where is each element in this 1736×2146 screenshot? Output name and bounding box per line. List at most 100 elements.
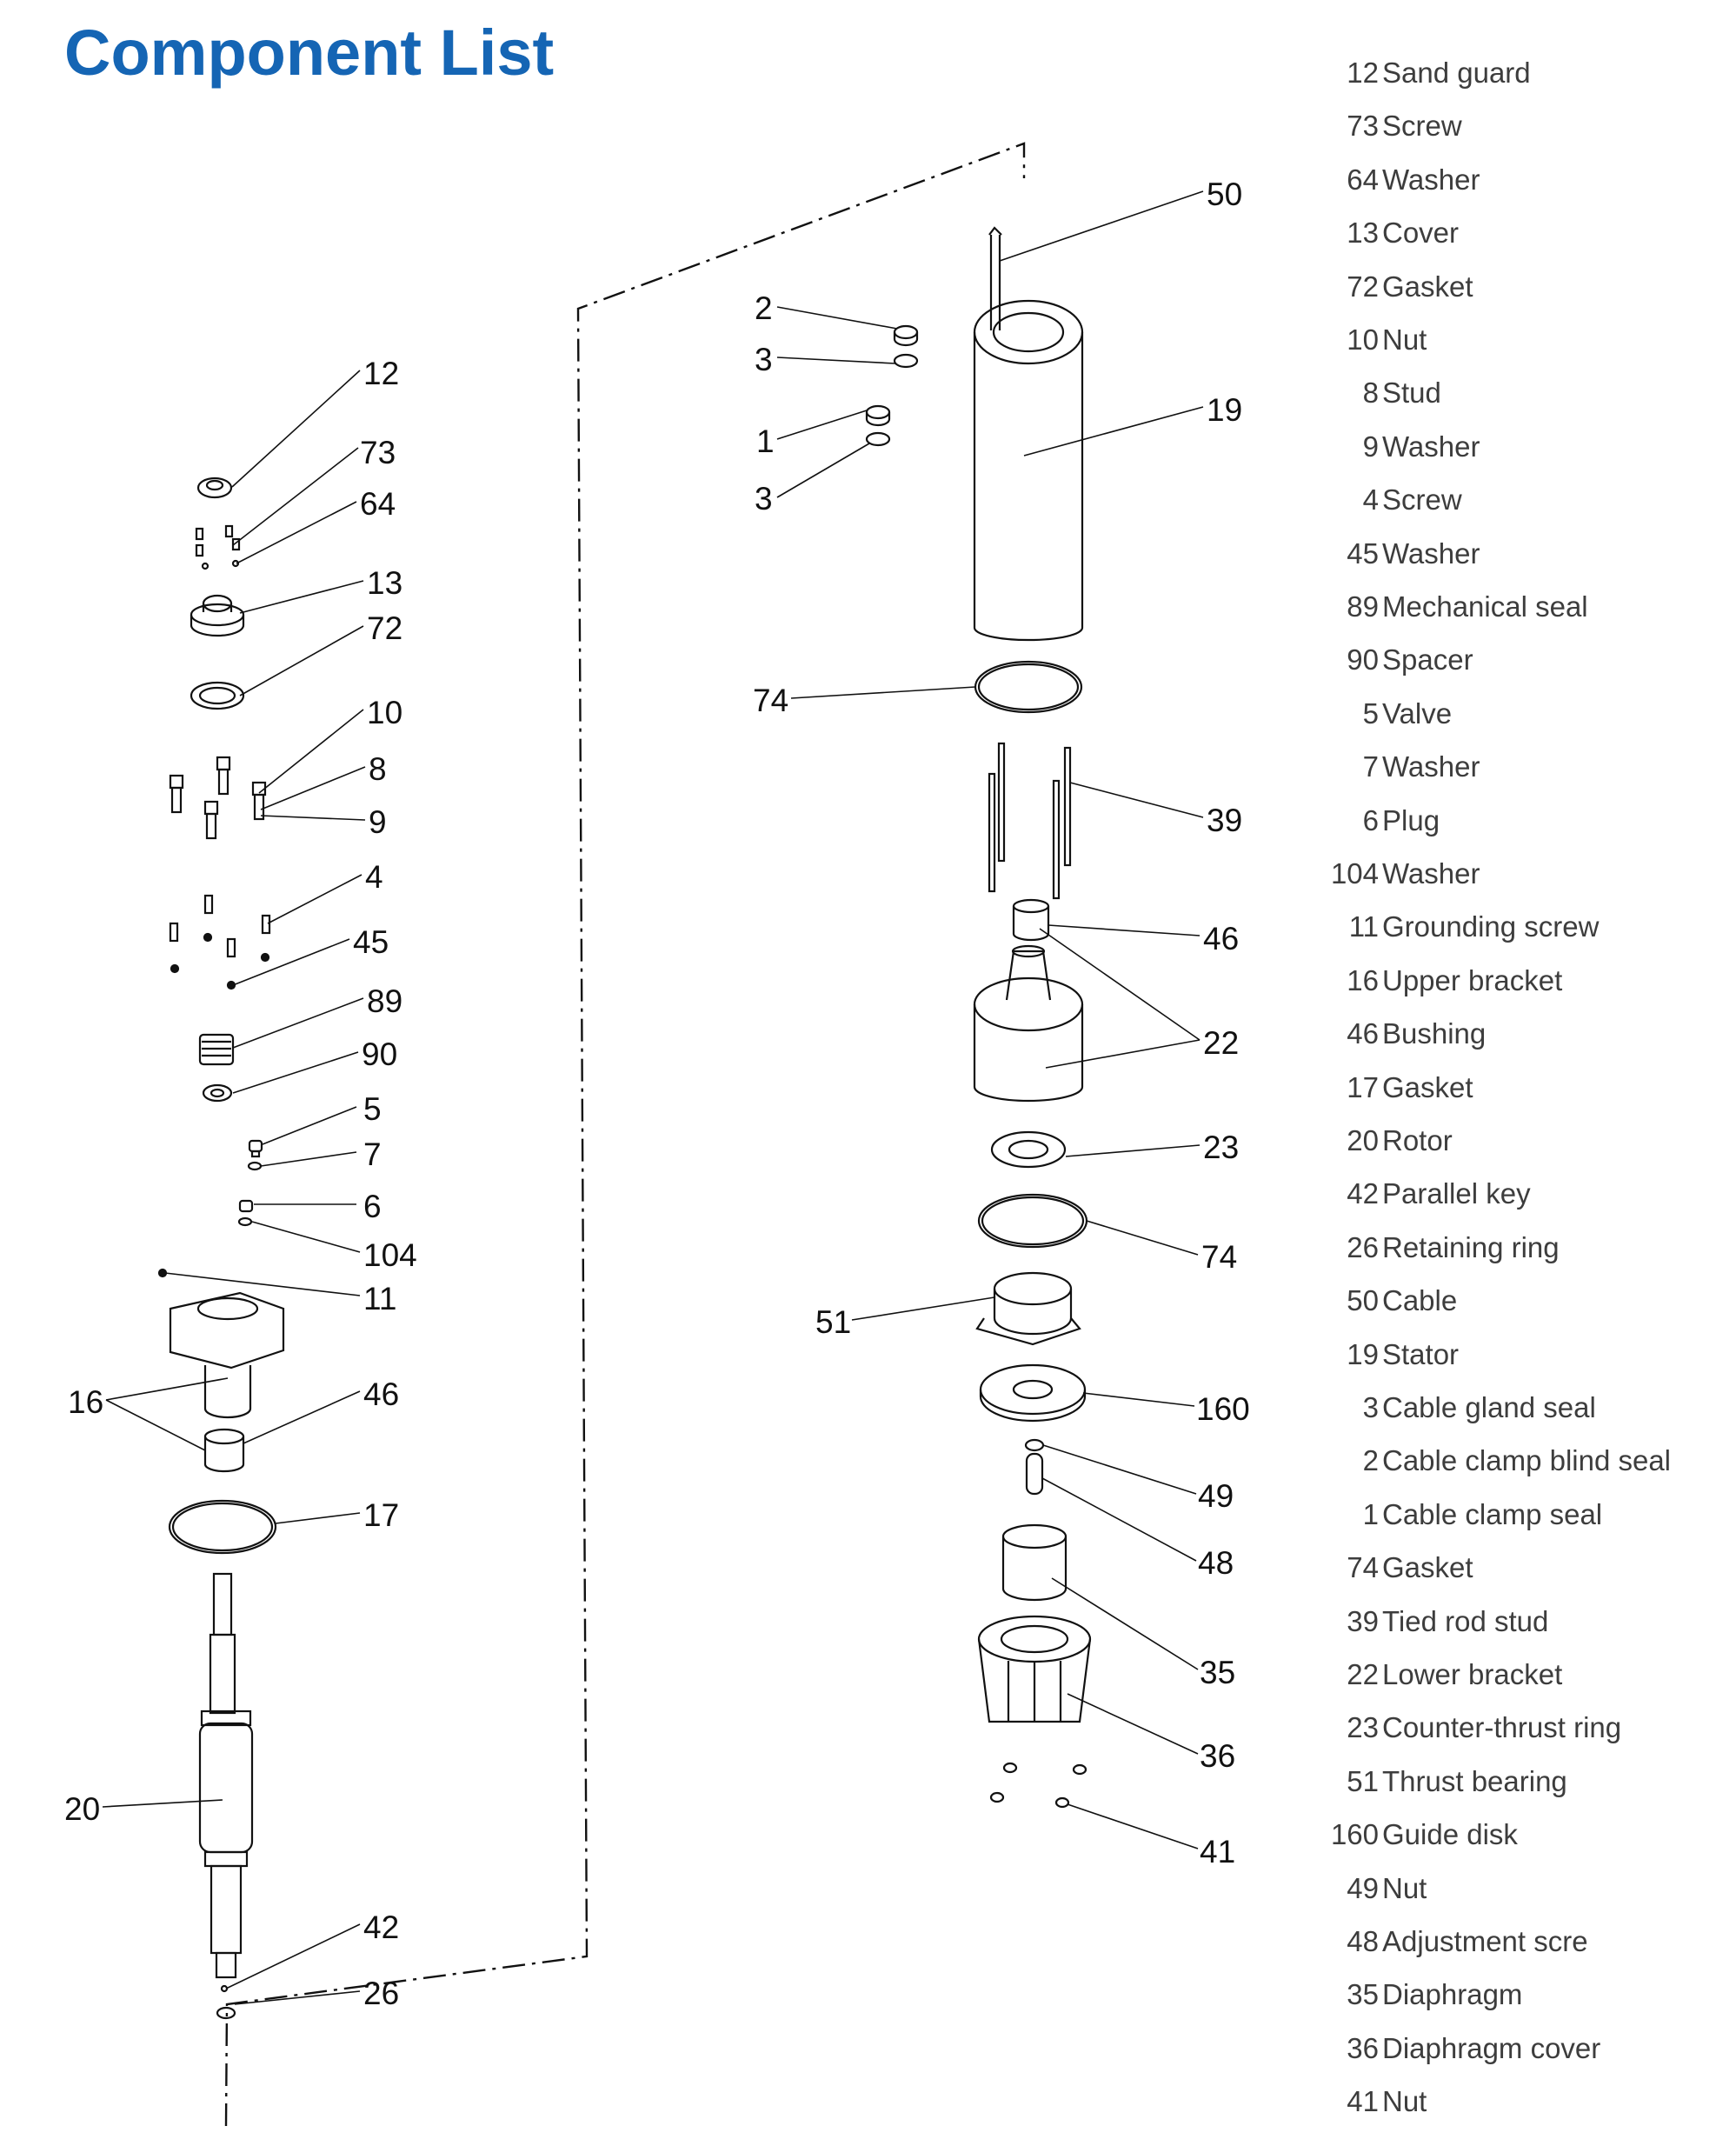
page-title: Component List	[64, 17, 555, 89]
callout-23: 23	[1203, 1130, 1239, 1165]
callout-90: 90	[362, 1036, 397, 1072]
legend-part-number: 10	[1347, 323, 1379, 356]
legend-part-name: Nut	[1382, 2085, 1427, 2118]
legend-part-number: 49	[1347, 1871, 1379, 1904]
legend-part-name: Valve	[1382, 696, 1453, 730]
legend-part-name: Gasket	[1382, 270, 1473, 303]
studs-nuts-part	[169, 756, 267, 840]
legend-part-name: Grounding screw	[1382, 910, 1600, 943]
callout-51: 51	[815, 1304, 851, 1340]
legend-part-name: Washer	[1382, 430, 1480, 463]
legend-part-number: 4	[1362, 483, 1379, 517]
legend-part-name: Stud	[1382, 377, 1441, 410]
legend-part-name: Cable clamp seal	[1382, 1497, 1603, 1530]
callout-35: 35	[1200, 1655, 1235, 1690]
callout-89: 89	[367, 983, 402, 1019]
legend-part-number: 17	[1347, 1070, 1379, 1103]
legend-part-number: 22	[1347, 1658, 1379, 1690]
legend-part-name: Washer	[1382, 536, 1480, 570]
legend-part-number: 73	[1347, 110, 1379, 143]
legend-part-name: Tied rod stud	[1382, 1604, 1549, 1637]
legend-part-name: Spacer	[1382, 643, 1473, 676]
gasket-74-part-b	[977, 1193, 1088, 1249]
legend-part-name: Diaphragm	[1382, 1978, 1523, 2011]
callout-46a: 46	[363, 1376, 399, 1412]
callout-20: 20	[64, 1791, 100, 1827]
callout-7: 7	[363, 1136, 382, 1172]
legend-part-name: Screw	[1382, 483, 1462, 517]
legend-part-name: Plug	[1382, 803, 1440, 836]
legend-part-number: 36	[1347, 2031, 1379, 2064]
cable-gland-seal-part-b	[865, 431, 891, 447]
legend-part-number: 51	[1347, 1764, 1379, 1797]
legend-part-name: Adjustment scre	[1382, 1925, 1588, 1957]
tied-rod-studs-part	[988, 742, 1072, 900]
assembly-axis-line	[224, 142, 1026, 2127]
callout-36: 36	[1200, 1738, 1235, 1774]
callout-22: 22	[1203, 1025, 1239, 1061]
callout-11: 11	[363, 1281, 396, 1316]
upper-bracket-part	[169, 1291, 285, 1419]
callout-104: 104	[363, 1237, 417, 1273]
stator-part	[973, 299, 1084, 642]
legend-part-number: 20	[1347, 1124, 1379, 1156]
cable-gland-seal-part-a	[893, 353, 919, 369]
callout-3a: 3	[755, 342, 773, 377]
callout-42: 42	[363, 1909, 399, 1945]
legend-part-name: Gasket	[1382, 1070, 1473, 1103]
washers-64-part	[201, 559, 240, 570]
callout-8: 8	[369, 751, 387, 787]
callout-10: 10	[367, 695, 402, 730]
callout-45: 45	[353, 924, 389, 960]
retaining-ring-part	[216, 2006, 236, 2020]
callout-50: 50	[1207, 177, 1242, 212]
legend-part-number: 64	[1347, 163, 1379, 196]
legend-part-name: Nut	[1382, 323, 1427, 356]
legend-part-name: Cover	[1382, 217, 1460, 250]
grounding-screw-part	[157, 1268, 168, 1278]
callout-72: 72	[367, 610, 402, 646]
adjustment-screw-part	[1025, 1452, 1044, 1496]
legend-part-name: Guide disk	[1382, 1818, 1518, 1851]
legend-part-number: 12	[1347, 57, 1379, 89]
screws-73-part	[195, 524, 241, 557]
bushing-46-part	[203, 1428, 245, 1473]
callout-74a: 74	[753, 683, 788, 718]
legend-part-number: 90	[1347, 643, 1379, 676]
legend-part-name: Mechanical seal	[1382, 590, 1588, 623]
callout-64: 64	[360, 486, 396, 522]
legend-part-number: 160	[1330, 1818, 1379, 1851]
legend-part-number: 6	[1362, 803, 1379, 836]
legend-part-name: Gasket	[1382, 1551, 1473, 1584]
legend-part-name: Retaining ring	[1382, 1230, 1560, 1263]
thrust-bearing-part	[975, 1271, 1081, 1346]
legend-part-name: Counter-thrust ring	[1382, 1711, 1622, 1744]
legend-part-name: Bushing	[1382, 1017, 1487, 1050]
legend-part-number: 7	[1362, 750, 1379, 783]
legend-part-name: Stator	[1382, 1337, 1460, 1370]
gasket-72-part	[190, 681, 245, 710]
legend-part-number: 9	[1362, 430, 1379, 463]
legend-part-name: Upper bracket	[1382, 963, 1563, 996]
legend-part-name: Rotor	[1382, 1124, 1453, 1156]
